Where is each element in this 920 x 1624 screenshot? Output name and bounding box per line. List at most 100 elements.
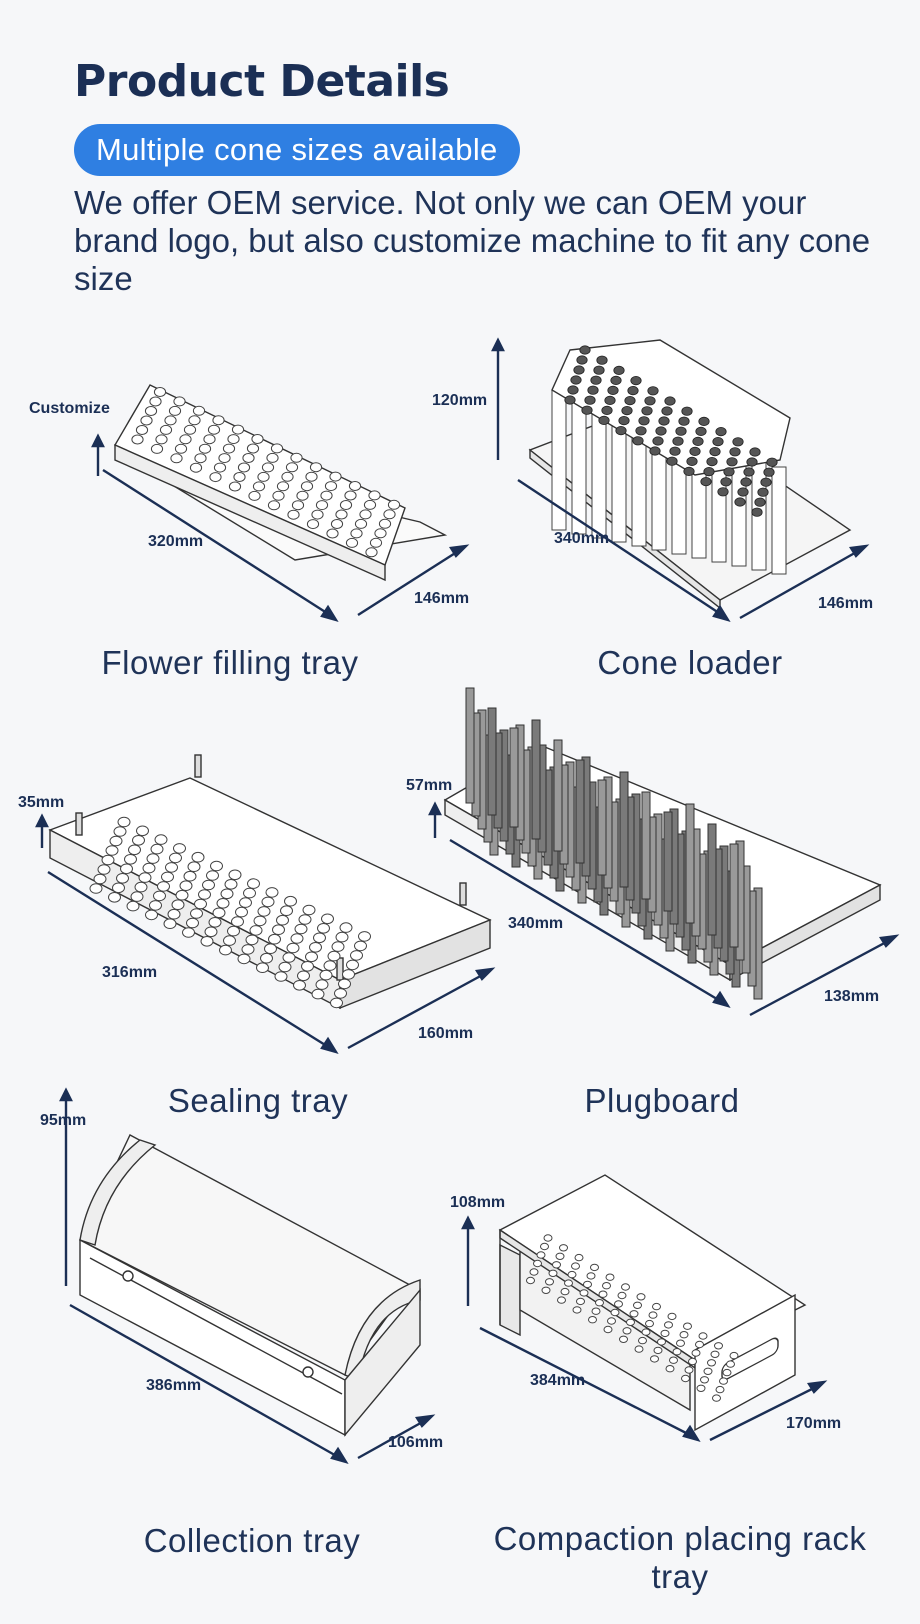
hole-mark	[666, 456, 678, 466]
hole-mark	[220, 888, 234, 900]
cone-loader-drawing	[491, 337, 870, 623]
pin-mark	[707, 823, 717, 936]
hole-mark	[543, 1234, 553, 1242]
hole-mark	[743, 467, 755, 477]
plugboard-drawing	[428, 687, 900, 1017]
hole-mark	[703, 467, 715, 477]
hole-mark	[315, 500, 329, 511]
hole-mark	[374, 528, 387, 539]
hole-mark	[737, 487, 749, 497]
hole-mark	[93, 873, 107, 885]
hole-mark	[644, 396, 656, 406]
hole-mark	[281, 471, 294, 482]
hole-mark	[669, 1356, 678, 1364]
hole-mark	[331, 941, 345, 952]
tube-mark	[771, 466, 787, 575]
hole-mark	[290, 933, 304, 944]
hole-mark	[109, 835, 123, 847]
sealing-tray-label: Sealing tray	[167, 1082, 349, 1119]
hole-mark	[213, 462, 227, 473]
hole-mark	[661, 406, 673, 416]
hole-mark	[695, 426, 707, 437]
hole-mark	[101, 854, 115, 866]
hole-mark	[206, 870, 219, 881]
sealing-tray-length: 316mm	[102, 964, 158, 981]
hole-mark	[117, 816, 131, 828]
hole-mark	[681, 406, 693, 416]
hole-mark	[533, 1259, 542, 1268]
cone-loader-length: 340mm	[554, 530, 610, 547]
hole-mark	[696, 1384, 706, 1393]
hole-mark	[297, 970, 310, 982]
hole-mark	[641, 406, 653, 416]
hole-mark	[590, 1263, 599, 1272]
hole-mark	[130, 891, 144, 902]
hole-mark	[150, 843, 164, 855]
hole-mark	[116, 873, 129, 884]
hole-mark	[228, 869, 242, 881]
hole-mark	[311, 509, 324, 520]
hole-mark	[334, 988, 347, 999]
product-card-compaction-rack-tray: 108mm 384mm 170mm Compaction placing rac…	[450, 1174, 920, 1624]
hole-mark	[216, 898, 230, 909]
hole-mark	[629, 1310, 639, 1318]
flower-filling-tray-width: 146mm	[414, 590, 470, 607]
hole-mark	[683, 466, 695, 476]
hole-mark	[243, 887, 256, 899]
hole-mark	[219, 944, 232, 956]
hole-mark	[709, 447, 721, 457]
hole-mark	[613, 365, 625, 376]
hole-mark	[182, 927, 195, 938]
hole-mark	[285, 462, 299, 473]
hole-mark	[198, 443, 212, 454]
hole-mark	[276, 481, 290, 492]
hole-mark	[280, 905, 293, 916]
pin-mark	[531, 719, 541, 840]
hole-mark	[383, 509, 396, 520]
pin-mark	[465, 687, 475, 804]
hole-mark	[112, 882, 125, 894]
hole-mark	[344, 490, 357, 501]
hole-mark	[171, 899, 185, 910]
hole-mark	[717, 487, 729, 497]
hole-mark	[305, 471, 318, 482]
hole-mark	[282, 952, 296, 963]
hole-mark	[658, 416, 670, 426]
hole-mark	[173, 396, 186, 407]
hole-mark	[135, 425, 149, 435]
hole-mark	[167, 908, 181, 920]
hole-mark	[338, 978, 351, 990]
hole-mark	[633, 1301, 642, 1310]
hole-mark	[614, 1300, 623, 1308]
hole-mark	[256, 962, 269, 973]
hole-mark	[590, 375, 602, 385]
hole-mark	[128, 844, 141, 856]
hole-mark	[552, 1261, 561, 1269]
hole-mark	[584, 395, 596, 405]
hole-mark	[165, 862, 178, 873]
hole-mark	[330, 519, 344, 529]
hole-mark	[276, 914, 289, 926]
hole-mark	[268, 933, 281, 945]
hole-mark	[140, 415, 153, 426]
flower-filling-tray-drawing	[91, 384, 470, 623]
hole-mark	[330, 997, 343, 1009]
hole-mark	[204, 926, 218, 938]
hole-mark	[179, 880, 193, 891]
hole-mark	[146, 853, 160, 864]
hole-mark	[239, 897, 252, 908]
flower-filling-tray-height: Customize	[29, 400, 110, 417]
tube-mark	[571, 396, 587, 535]
hole-mark	[212, 907, 226, 919]
hole-mark	[617, 1291, 627, 1300]
hole-mark	[604, 395, 616, 406]
hole-mark	[703, 1367, 713, 1376]
plugboard-width: 138mm	[824, 988, 880, 1005]
cone-loader-height: 120mm	[432, 392, 488, 409]
hole-mark	[113, 826, 127, 837]
cone-loader-label: Cone loader	[597, 644, 783, 681]
hole-mark	[605, 1273, 615, 1281]
hole-mark	[655, 426, 667, 436]
hole-mark	[228, 481, 242, 492]
hole-mark	[174, 443, 188, 454]
